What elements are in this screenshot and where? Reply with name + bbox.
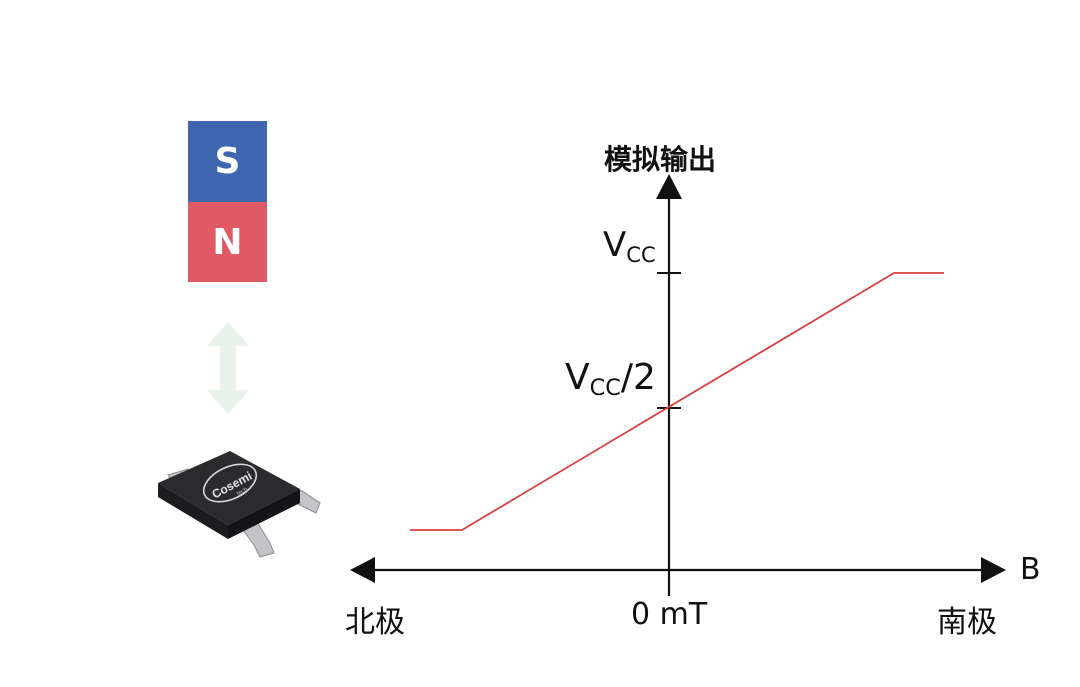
x-axis-label: B: [1020, 552, 1041, 587]
south-pole-axis-label: 南极: [937, 605, 997, 640]
vcc-half-label: VCC/2: [565, 357, 656, 401]
double-vertical-arrow-icon: [207, 322, 249, 414]
vcc2-main: V: [565, 357, 590, 398]
chip-logo-ring: [202, 463, 258, 503]
bar-magnet: S N: [188, 121, 267, 282]
output-curve: [410, 272, 944, 531]
chip-body-right: [228, 489, 300, 539]
x-axis-right-arrowhead: [981, 557, 1006, 583]
vcc-label: VCC: [603, 225, 656, 267]
chip-body-top: [158, 451, 300, 525]
north-pole-axis-label: 北极: [345, 605, 405, 640]
south-pole: S: [188, 121, 267, 202]
y-axis-arrowhead: [656, 174, 682, 199]
vcc-sub: CC: [626, 241, 656, 267]
north-pole: N: [188, 202, 267, 282]
hall-sensor-chip-icon: Cosemi tech: [158, 451, 321, 558]
vcc-main: V: [603, 225, 627, 265]
chip-sub-brand-text: tech: [236, 487, 249, 498]
vcc2-sub: CC: [589, 375, 621, 402]
north-pole-label: N: [212, 221, 243, 263]
x-axis-left-arrowhead: [350, 557, 375, 583]
vcc2-suffix: /2: [620, 357, 656, 398]
double-arrow-shape: [207, 322, 249, 414]
chip-body-left: [158, 483, 228, 539]
south-pole-label: S: [214, 141, 241, 182]
y-axis-title: 模拟输出: [604, 143, 717, 176]
zero-field-label: 0 mT: [631, 597, 708, 632]
